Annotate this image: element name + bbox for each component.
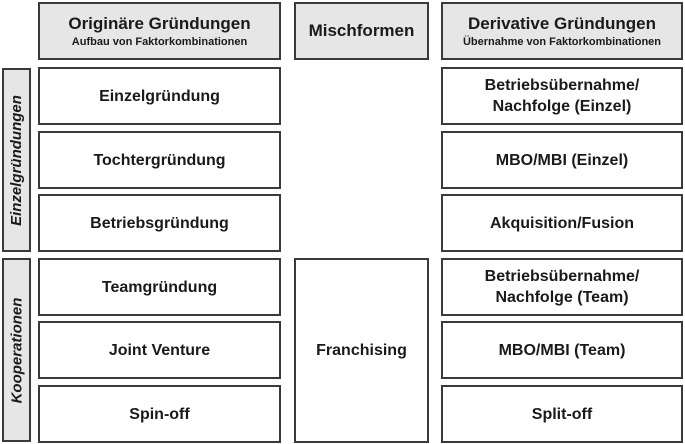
- cell-betriebsgruendung: Betriebsgründung: [38, 194, 281, 252]
- side-label-einzelgruendungen: Einzelgründungen: [2, 68, 31, 252]
- cell-tochtergruendung: Tochtergründung: [38, 131, 281, 189]
- cell-label: MBO/MBI (Einzel): [495, 151, 629, 169]
- cell-joint-venture: Joint Venture: [38, 321, 281, 379]
- header-originaere-gruendungen: Originäre Gründungen Aufbau von Faktorko…: [38, 2, 281, 60]
- header-mischformen: Mischformen: [294, 2, 429, 60]
- header-subtitle: Übernahme von Faktorkombinationen: [462, 36, 662, 48]
- cell-akquisition-fusion: Akquisition/Fusion: [441, 194, 683, 252]
- cell-label: Einzelgründung: [99, 87, 220, 105]
- header-title: Derivative Gründungen: [468, 14, 656, 33]
- side-label-kooperationen: Kooperationen: [2, 258, 31, 442]
- cell-betriebsuebernahme-team: Betriebsübernahme/ Nachfolge (Team): [441, 258, 683, 316]
- cell-label: Akquisition/Fusion: [490, 214, 634, 232]
- cell-label-line-2: Nachfolge (Team): [495, 289, 629, 306]
- cell-mbo-mbi-einzel: MBO/MBI (Einzel): [441, 131, 683, 189]
- cell-franchising: Franchising: [294, 258, 429, 443]
- cell-teamgruendung: Teamgründung: [38, 258, 281, 316]
- cell-label: Betriebsgründung: [90, 214, 229, 232]
- header-subtitle: Aufbau von Faktorkombinationen: [71, 36, 248, 48]
- cell-betriebsuebernahme-einzel: Betriebsübernahme/ Nachfolge (Einzel): [441, 67, 683, 125]
- cell-label-line-2: Nachfolge (Einzel): [492, 98, 632, 115]
- header-title: Mischformen: [308, 21, 415, 40]
- cell-split-off: Split-off: [441, 385, 683, 443]
- cell-label-line-1: Betriebsübernahme/: [484, 77, 640, 94]
- cell-label: MBO/MBI (Team): [498, 341, 626, 359]
- cell-label-line-1: Betriebsübernahme/: [484, 268, 640, 285]
- cell-label: Spin-off: [129, 405, 190, 423]
- header-derivative-gruendungen: Derivative Gründungen Übernahme von Fakt…: [441, 2, 683, 60]
- cell-spin-off: Spin-off: [38, 385, 281, 443]
- cell-label: Tochtergründung: [93, 151, 226, 169]
- side-label-text: Kooperationen: [8, 297, 25, 403]
- side-label-text: Einzelgründungen: [8, 94, 26, 226]
- cell-mbo-mbi-team: MBO/MBI (Team): [441, 321, 683, 379]
- cell-label: Split-off: [531, 405, 593, 423]
- cell-label: Teamgründung: [101, 278, 218, 296]
- header-title: Originäre Gründungen: [68, 14, 251, 33]
- cell-label: Franchising: [316, 342, 407, 359]
- cell-einzelgruendung: Einzelgründung: [38, 67, 281, 125]
- cell-label: Joint Venture: [108, 341, 211, 359]
